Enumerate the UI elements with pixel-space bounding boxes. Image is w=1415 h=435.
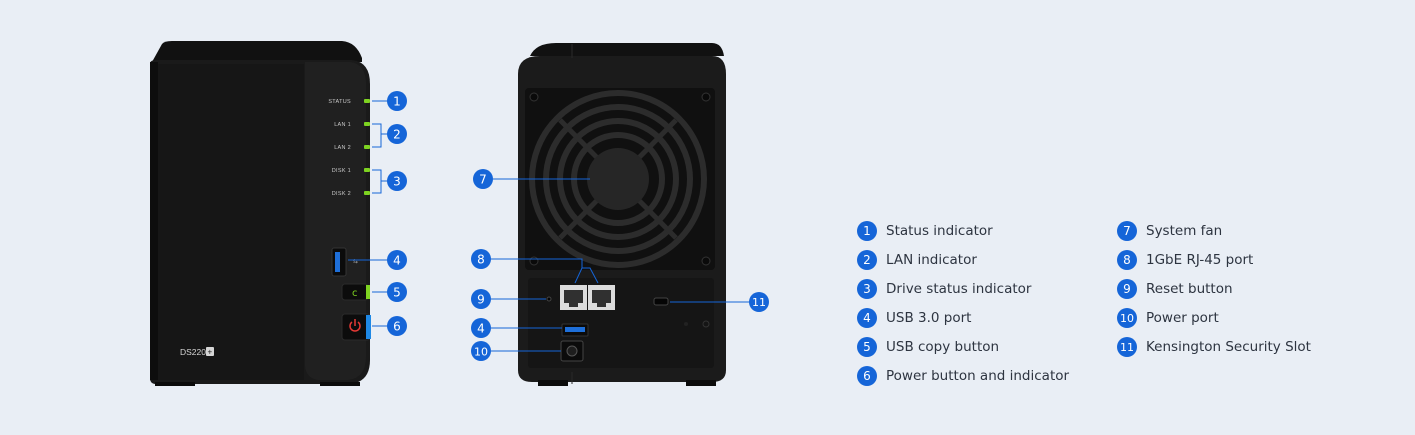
svg-text:7: 7 xyxy=(479,173,487,187)
front-foot-right xyxy=(320,382,360,386)
front-foot-left xyxy=(155,382,195,386)
legend-number: 2 xyxy=(857,250,877,270)
led-label-disk2: DISK 2 xyxy=(332,191,351,197)
legend-number: 10 xyxy=(1117,308,1137,328)
legend-label: USB 3.0 port xyxy=(886,310,972,326)
power-icon xyxy=(349,319,361,332)
rear-usb-port-tongue xyxy=(565,327,585,332)
callout-front-3: 3 xyxy=(387,171,407,191)
front-usb-port-tongue xyxy=(335,252,340,272)
led-label-status: STATUS xyxy=(328,99,351,105)
front-chassis-top xyxy=(152,41,362,62)
legend-label: Power port xyxy=(1146,310,1219,326)
legend-number: 9 xyxy=(1117,279,1137,299)
disk2-led xyxy=(364,191,370,195)
svg-text:1: 1 xyxy=(393,95,401,109)
callout-rear-9: 9 xyxy=(471,289,491,309)
legend-item-usb-copy: 5 USB copy button xyxy=(857,336,999,358)
callout-rear-4: 4 xyxy=(471,318,491,338)
legend-number: 1 xyxy=(857,221,877,241)
svg-text:4: 4 xyxy=(477,322,485,336)
legend-item-lan: 2 LAN indicator xyxy=(857,249,977,271)
legend-label: Power button and indicator xyxy=(886,368,1070,384)
callout-rear-7: 7 xyxy=(473,169,493,189)
callout-rear-8: 8 xyxy=(471,249,491,269)
legend-number: 5 xyxy=(857,337,877,357)
front-face xyxy=(152,64,304,380)
legend-item-usb: 4 USB 3.0 port xyxy=(857,307,971,329)
led-label-lan1: LAN 1 xyxy=(334,122,351,128)
legend-label: System fan xyxy=(1146,223,1223,239)
model-suffix: + xyxy=(208,348,213,357)
reset-button xyxy=(546,296,552,302)
legend-number: 4 xyxy=(857,308,877,328)
callout-rear-10: 10 xyxy=(471,341,491,361)
svg-text:6: 6 xyxy=(393,320,401,334)
legend: 1 Status indicator 2 LAN indicator 3 Dri… xyxy=(857,220,1357,390)
disk1-led xyxy=(364,168,370,172)
model-badge xyxy=(206,347,214,356)
svg-text:8: 8 xyxy=(477,253,485,267)
svg-text:10: 10 xyxy=(474,346,488,359)
legend-item-fan: 7 System fan xyxy=(1117,220,1222,242)
power-led xyxy=(366,315,371,339)
svg-text:2: 2 xyxy=(393,128,401,142)
svg-text:9: 9 xyxy=(477,293,485,307)
legend-item-power-button: 6 Power button and indicator xyxy=(857,365,1069,387)
callout-front-4: 4 xyxy=(387,250,407,270)
kensington-slot xyxy=(653,297,669,306)
legend-item-status: 1 Status indicator xyxy=(857,220,993,242)
lan2-led xyxy=(364,145,370,149)
legend-number: 6 xyxy=(857,366,877,386)
status-led xyxy=(364,99,370,103)
fan-hub xyxy=(587,148,649,210)
callout-front-1: 1 xyxy=(387,91,407,111)
front-view: STATUS LAN 1 LAN 2 DISK 1 DISK 2 ⇆ c DS2… xyxy=(150,41,407,386)
svg-text:4: 4 xyxy=(393,254,401,268)
legend-item-power-port: 10 Power port xyxy=(1117,307,1219,329)
legend-label: LAN indicator xyxy=(886,252,977,268)
rear-chassis-top xyxy=(530,43,724,56)
callout-front-6: 6 xyxy=(387,316,407,336)
legend-label: Status indicator xyxy=(886,223,993,239)
legend-item-rj45: 8 1GbE RJ-45 port xyxy=(1117,249,1253,271)
led-label-lan2: LAN 2 xyxy=(334,145,351,151)
legend-item-reset: 9 Reset button xyxy=(1117,278,1233,300)
callout-front-5: 5 xyxy=(387,282,407,302)
legend-label: 1GbE RJ-45 port xyxy=(1146,252,1254,268)
legend-item-drive-status: 3 Drive status indicator xyxy=(857,278,1031,300)
legend-number: 11 xyxy=(1117,337,1137,357)
legend-label: Kensington Security Slot xyxy=(1146,339,1311,355)
legend-item-kensington: 11 Kensington Security Slot xyxy=(1117,336,1311,358)
legend-label: USB copy button xyxy=(886,339,1000,355)
legend-number: 3 xyxy=(857,279,877,299)
rear-view: 7 8 9 4 10 11 xyxy=(471,43,769,386)
svg-text:5: 5 xyxy=(393,286,401,300)
legend-number: 8 xyxy=(1117,250,1137,270)
callout-rear-11: 11 xyxy=(749,292,769,312)
led-label-disk1: DISK 1 xyxy=(332,168,351,174)
usb-copy-icon: c xyxy=(352,288,358,299)
legend-label: Drive status indicator xyxy=(886,281,1032,297)
usb-ss-icon: ⇆ xyxy=(353,258,358,265)
legend-number: 7 xyxy=(1117,221,1137,241)
svg-text:11: 11 xyxy=(752,296,766,309)
callout-front-2: 2 xyxy=(387,124,407,144)
svg-text:3: 3 xyxy=(393,175,401,189)
rear-foot-left xyxy=(538,380,568,386)
legend-label: Reset button xyxy=(1146,281,1233,297)
usb-copy-led xyxy=(366,285,370,299)
power-button xyxy=(341,313,371,341)
model-name: DS220 xyxy=(180,347,206,357)
lan1-led xyxy=(364,122,370,126)
rear-foot-right xyxy=(686,380,716,386)
